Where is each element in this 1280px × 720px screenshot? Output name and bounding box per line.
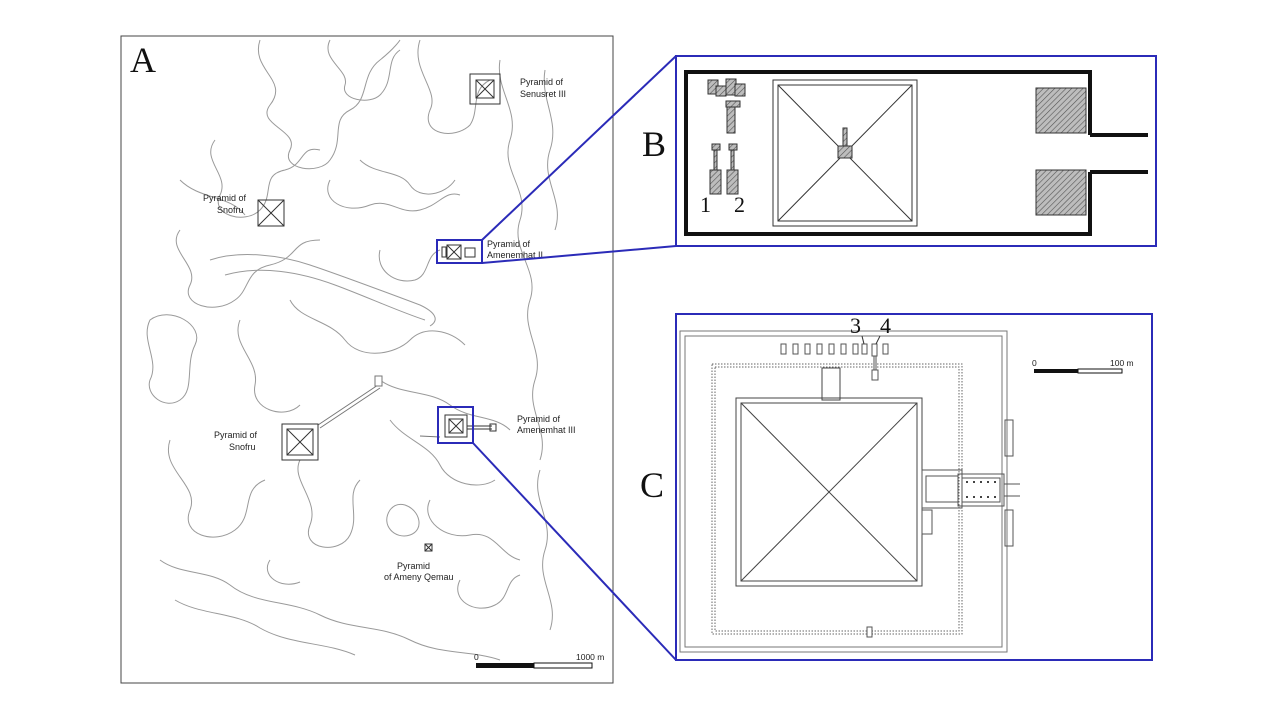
label-senusret-line2: Senusret III <box>520 89 566 99</box>
pyramid-snofru-south <box>281 423 319 461</box>
label-amenemhat-iii-line1: Pyramid of <box>517 414 561 424</box>
tomb-cluster <box>707 78 746 195</box>
scale-a-end: 1000 m <box>576 652 604 662</box>
panel-a-letter: A <box>130 40 156 80</box>
pyramid-amenemhat-ii <box>441 244 476 260</box>
panel-a-map: A Pyramid of Senusret III Pyramid of Sno… <box>120 35 614 684</box>
scale-c-end: 100 m <box>1110 358 1134 368</box>
tomb-number-1: 1 <box>700 192 711 217</box>
panel-a-frame <box>120 35 614 684</box>
tomb-number-4: 4 <box>880 313 891 338</box>
panel-b-plan: B <box>642 55 1157 247</box>
panel-c-plan: C <box>640 313 1153 661</box>
highlight-box-b <box>436 239 483 264</box>
enclosure-wall <box>684 70 1148 236</box>
terrain-contours <box>146 39 558 661</box>
tomb-number-2: 2 <box>734 192 745 217</box>
label-snofru-north-line2: Snofru <box>217 205 244 215</box>
pyramid-senusret-iii <box>469 73 501 105</box>
causeways <box>317 375 441 438</box>
pyramid-ameny-qemau <box>424 543 433 552</box>
outer-enclosure <box>679 330 1008 653</box>
label-amenemhat-ii-line2: Amenemhat II <box>487 250 543 260</box>
highlight-box-c <box>437 406 474 444</box>
panel-b-letter: B <box>642 124 666 164</box>
tomb-number-3: 3 <box>850 313 861 338</box>
label-ameny-line2: of Ameny Qemau <box>384 572 454 582</box>
panel-b-frame <box>675 55 1157 247</box>
label-snofru-south-line1: Pyramid of <box>214 430 258 440</box>
scale-c-start: 0 <box>1032 358 1037 368</box>
pyramid-amenemhat-iii <box>444 414 497 438</box>
pyramid-amenemhat-ii-plan <box>772 79 918 227</box>
connector-lines <box>472 55 677 661</box>
temple-columns <box>966 481 996 498</box>
label-senusret-line1: Pyramid of <box>520 77 564 87</box>
gate-block-north <box>1035 87 1087 134</box>
panel-c-frame <box>675 313 1153 661</box>
scale-bar-c: 0 100 m <box>1032 358 1134 374</box>
scale-bar-a: 0 1000 m <box>474 652 604 669</box>
gate-block-south <box>1035 169 1087 216</box>
label-ameny-line1: Pyramid <box>397 561 430 571</box>
label-amenemhat-ii-line1: Pyramid of <box>487 239 531 249</box>
mortuary-temple <box>921 419 1020 547</box>
label-amenemhat-iii-line2: Amenemhat III <box>517 425 576 435</box>
label-snofru-north-line1: Pyramid of <box>203 193 247 203</box>
scale-a-start: 0 <box>474 652 479 662</box>
shaft-tombs <box>780 343 889 638</box>
panel-c-letter: C <box>640 465 664 505</box>
label-snofru-south-line2: Snofru <box>229 442 256 452</box>
pyramid-snofru-north <box>257 199 285 227</box>
